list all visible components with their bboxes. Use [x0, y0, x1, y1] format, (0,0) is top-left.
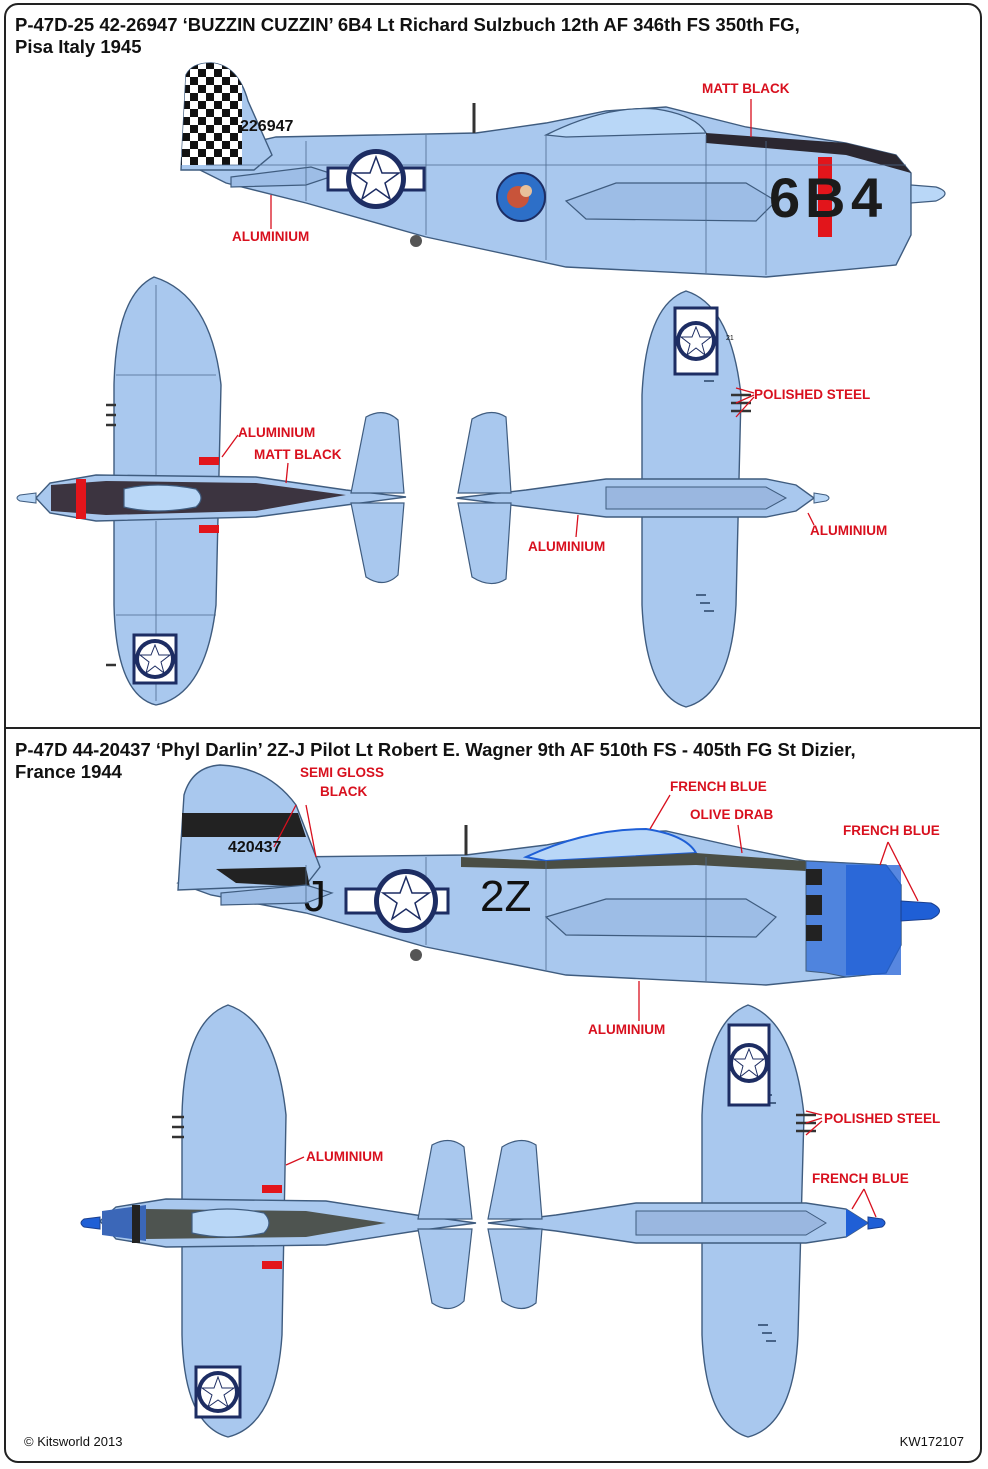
footer-code: KW172107: [900, 1434, 964, 1449]
bottom-insignia-2: [729, 1025, 769, 1105]
footer-copyright: © Kitsworld 2013: [24, 1434, 122, 1449]
label-polished-steel-2: POLISHED STEEL: [824, 1111, 940, 1126]
panel2-bottom-view: [6, 5, 982, 1463]
label-french-blue-bottom: FRENCH BLUE: [812, 1171, 909, 1186]
profile-sheet: P-47D-25 42-26947 ‘BUZZIN CUZZIN’ 6B4 Lt…: [4, 3, 982, 1463]
